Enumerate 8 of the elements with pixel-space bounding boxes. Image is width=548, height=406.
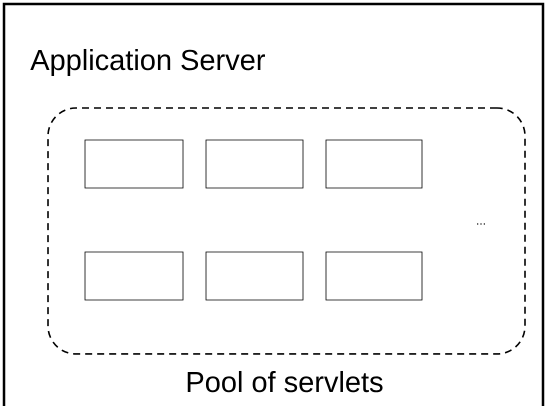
servlet-box (84, 252, 184, 300)
servlet-box (326, 252, 422, 300)
servlet-box (206, 252, 304, 300)
servlet-box (326, 140, 422, 188)
ellipsis: ... (477, 223, 485, 225)
servlet-box (206, 140, 304, 188)
servlet-box (84, 140, 184, 188)
node-label: Pool of servlets (188, 370, 383, 392)
